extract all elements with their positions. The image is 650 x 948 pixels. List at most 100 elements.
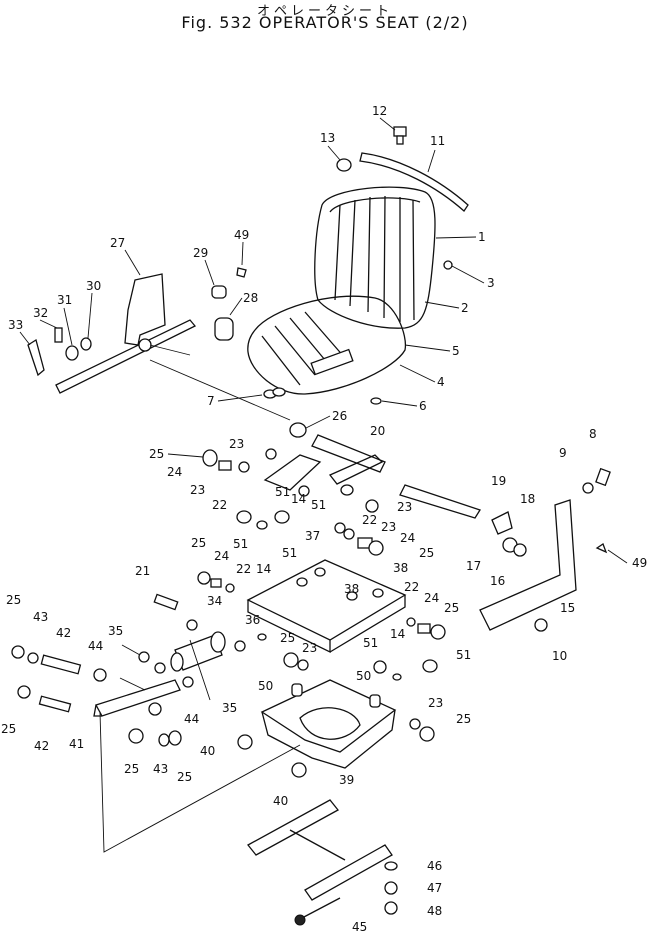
bushing (289, 422, 307, 438)
callout-label: 40 (200, 744, 215, 758)
callout-label: 38 (393, 561, 408, 575)
callout-label: 28 (243, 291, 258, 305)
fastener (263, 387, 286, 399)
diagram-title-japanese: オペレータシート (256, 4, 393, 19)
lever-handle (27, 327, 92, 377)
callout-label: 22 (236, 562, 251, 576)
callout-label: 36 (245, 613, 260, 627)
callout-label: 23 (190, 483, 205, 497)
callout-label: 25 (419, 546, 434, 560)
seat-frame (263, 434, 481, 519)
leader-line (149, 344, 191, 356)
bushing-set-right (257, 617, 446, 681)
callout-label: 9 (559, 446, 567, 460)
lock-assembly (211, 267, 247, 341)
callout-label: 20 (370, 424, 385, 438)
callout-label: 40 (273, 794, 288, 808)
callout-label: 23 (229, 437, 244, 451)
callout-label: 51 (456, 648, 471, 662)
callout-label: 25 (280, 631, 295, 645)
callout-label: 51 (363, 636, 378, 650)
callout-label: 43 (153, 762, 168, 776)
callout-label: 2 (461, 301, 469, 315)
leader-line (99, 711, 301, 853)
callout-label: 49 (234, 228, 249, 242)
leader-line (119, 644, 146, 691)
callout-label: 25 (6, 593, 21, 607)
callout-label: 25 (456, 712, 471, 726)
callout-label: 24 (167, 465, 182, 479)
side-bracket (479, 467, 611, 632)
slide-frame (246, 559, 407, 654)
callout-label: 12 (372, 104, 387, 118)
callout-label: 21 (135, 564, 150, 578)
callout-label: 45 (352, 920, 367, 934)
callout-label: 11 (430, 134, 445, 148)
nut (336, 158, 352, 172)
callout-label: 22 (212, 498, 227, 512)
callout-label: 25 (149, 447, 164, 461)
callout-label: 24 (424, 591, 439, 605)
callout-label: 23 (302, 641, 317, 655)
callout-label: 37 (305, 529, 320, 543)
callout-label: 1 (478, 230, 486, 244)
callout-label: 51 (282, 546, 297, 560)
base-plate (237, 679, 435, 778)
callout-label: 5 (452, 344, 460, 358)
callout-label: 50 (258, 679, 273, 693)
callout-label: 49 (632, 556, 647, 570)
callout-label: 25 (444, 601, 459, 615)
callout-label: 22 (404, 580, 419, 594)
leader-line (149, 359, 291, 421)
damper-assembly (138, 571, 246, 688)
callout-label: 23 (428, 696, 443, 710)
callout-label: 44 (88, 639, 103, 653)
callout-label: 29 (193, 246, 208, 260)
callout-label: 24 (400, 531, 415, 545)
callout-label: 31 (57, 293, 72, 307)
callout-label: 15 (560, 601, 575, 615)
callout-label: 27 (110, 236, 125, 250)
callout-label: 25 (191, 536, 206, 550)
callout-label: 30 (86, 279, 101, 293)
washer (370, 397, 382, 405)
callout-label: 39 (339, 773, 354, 787)
callout-label: 8 (589, 427, 597, 441)
callout-label: 42 (34, 739, 49, 753)
slide-rail (247, 799, 398, 926)
callout-label: 51 (275, 485, 290, 499)
callout-label: 14 (256, 562, 271, 576)
callout-label: 6 (419, 399, 427, 413)
callout-label: 41 (69, 737, 84, 751)
callout-label: 35 (222, 701, 237, 715)
washer (443, 260, 453, 270)
callout-label: 34 (207, 594, 222, 608)
bushing-set (202, 448, 384, 556)
callout-label: 50 (356, 669, 371, 683)
callout-leaders (19, 117, 628, 564)
callout-label: 51 (233, 537, 248, 551)
callout-label: 10 (552, 649, 567, 663)
callout-label: 38 (344, 582, 359, 596)
leader-line (189, 639, 211, 701)
callout-label: 43 (33, 610, 48, 624)
callout-label: 48 (427, 904, 442, 918)
callout-label: 3 (487, 276, 495, 290)
callout-label: 22 (362, 513, 377, 527)
callout-label: 46 (427, 859, 442, 873)
callout-label: 24 (214, 549, 229, 563)
callout-label: 13 (320, 131, 335, 145)
callout-label: 23 (381, 520, 396, 534)
callout-label: 25 (1, 722, 16, 736)
bolt (393, 126, 407, 145)
callout-label: 23 (397, 500, 412, 514)
seat-strap (359, 152, 469, 212)
diagram-title: Fig. 532 OPERATOR'S SEAT (2/2) (181, 13, 469, 32)
callout-label: 16 (490, 574, 505, 588)
callout-label: 32 (33, 306, 48, 320)
callout-label: 42 (56, 626, 71, 640)
callout-label: 14 (291, 492, 306, 506)
callout-label: 18 (520, 492, 535, 506)
callout-label: 4 (437, 375, 445, 389)
